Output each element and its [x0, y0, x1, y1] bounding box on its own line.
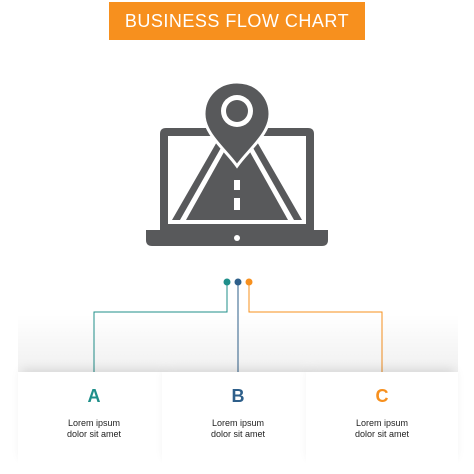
step-b-line2: dolor sit amet: [210, 429, 266, 439]
connector-dot-a: [223, 278, 231, 286]
connector-dot-b: [234, 278, 242, 286]
step-card-c: C Lorem ipsum dolor sit amet: [306, 372, 458, 468]
step-letter-b: B: [231, 386, 245, 406]
step-text-b: Lorem ipsum dolor sit amet: [162, 418, 314, 440]
step-a-line1: Lorem ipsum: [67, 418, 121, 428]
step-c-line1: Lorem ipsum: [355, 418, 409, 428]
step-text-c: Lorem ipsum dolor sit amet: [306, 418, 458, 440]
title-banner: BUSINESS FLOW CHART: [109, 2, 365, 40]
connector-a: [93, 278, 231, 372]
step-b-line1: Lorem ipsum: [211, 418, 265, 428]
step-letter-c: C: [375, 386, 389, 406]
step-text-a: Lorem ipsum dolor sit amet: [18, 418, 170, 440]
road-icon: [172, 140, 302, 220]
power-dot: [234, 235, 240, 241]
connector-c: [245, 278, 383, 372]
step-letter-a: A: [87, 386, 101, 406]
page-title: BUSINESS FLOW CHART: [124, 10, 350, 31]
card-shadow-band: [18, 314, 458, 372]
step-card-a: A Lorem ipsum dolor sit amet: [18, 372, 170, 468]
step-a-line2: dolor sit amet: [66, 429, 122, 439]
connector-dot-c: [245, 278, 253, 286]
step-card-b: B Lorem ipsum dolor sit amet: [162, 372, 314, 468]
laptop-location-pin-road-icon: [146, 80, 328, 246]
step-c-line2: dolor sit amet: [354, 429, 410, 439]
connector-b: [234, 278, 242, 372]
location-pin-icon: [202, 80, 272, 169]
